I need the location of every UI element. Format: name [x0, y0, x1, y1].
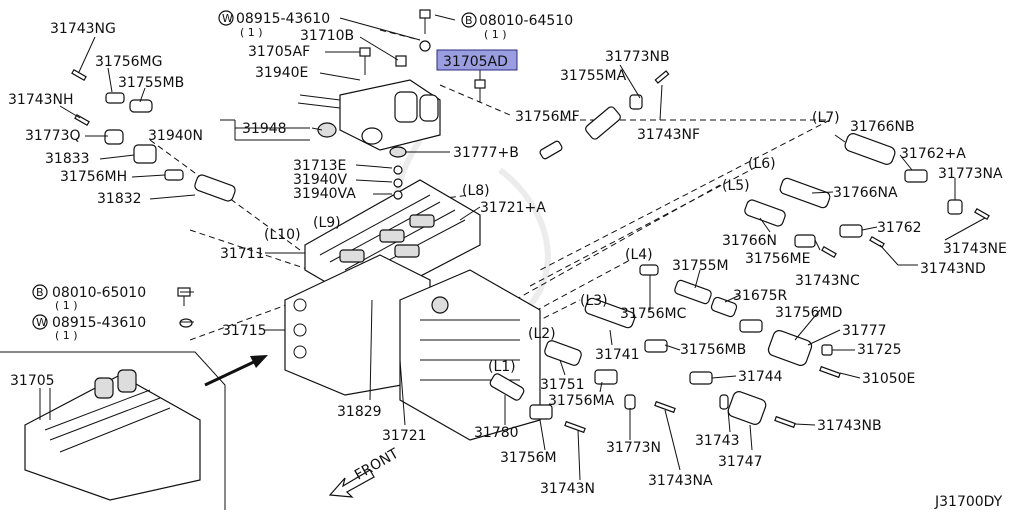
part-label: 31743NE [943, 241, 1007, 257]
part-label: 31777 [842, 323, 887, 339]
arrows [204, 355, 375, 498]
part-label: 31050E [862, 371, 915, 387]
part-label: 31948 [242, 121, 287, 137]
part-label: 31940N [148, 128, 203, 144]
part-label: (L8) [462, 183, 490, 199]
quantity-label: ( 1 ) [55, 329, 78, 342]
part-label: 31743ND [920, 261, 986, 277]
symbol-circles [32, 10, 477, 330]
quantity-label: ( 1 ) [55, 299, 78, 312]
part-label: 31675R [733, 288, 788, 304]
part-label: 31755MB [118, 75, 184, 91]
part-label: 31940V [293, 172, 348, 188]
part-label: 31715 [222, 323, 267, 339]
part-label: 31756MG [95, 54, 162, 70]
part-label: 31725 [857, 342, 902, 358]
quantity-labels: ( 1 ) ( 1 ) ( 1 ) ( 1 ) [55, 26, 507, 342]
part-label: 31721 [382, 428, 427, 444]
part-label: 31743NC [795, 273, 860, 289]
part-label: 31773NA [938, 166, 1003, 182]
part-label: 31756ME [745, 251, 810, 267]
part-label: 31705 [10, 373, 55, 389]
part-label: (L7) [812, 110, 840, 126]
part-label: 31762 [877, 220, 922, 236]
part-label: 31756MB [680, 342, 746, 358]
part-label: 31711 [220, 246, 265, 262]
part-label: 31940VA [293, 186, 356, 202]
part-label: 31744 [738, 369, 783, 385]
part-label: 31705AF [248, 44, 310, 60]
part-label: 31751 [540, 377, 585, 393]
part-label: 31743NA [648, 473, 713, 489]
inset-assembly-box [0, 351, 226, 510]
part-label: 08915-43610 [52, 315, 146, 331]
part-label: 31743N [540, 481, 595, 497]
part-label: 31755M [672, 258, 729, 274]
part-label: 31743NH [8, 92, 74, 108]
part-label: (L9) [313, 215, 341, 231]
part-label: 31833 [45, 151, 90, 167]
diagram-code: J31700DY [934, 494, 1003, 510]
quantity-label: ( 1 ) [484, 28, 507, 41]
part-label: (L5) [722, 178, 750, 194]
part-label: 31756MH [60, 169, 127, 185]
part-label: 31721+A [480, 200, 546, 216]
part-label: 31766NA [833, 185, 898, 201]
part-label: (L3) [580, 293, 608, 309]
quantity-label: ( 1 ) [240, 26, 263, 39]
leader-lines [59, 14, 986, 481]
part-label: 31766N [722, 233, 777, 249]
part-label: 31780 [474, 425, 519, 441]
control-valve-lower [399, 269, 541, 441]
part-label: (L6) [748, 156, 776, 172]
part-label: 31756MD [775, 305, 842, 321]
part-label: 31766NB [850, 119, 915, 135]
highlighted-part-box [436, 49, 518, 71]
bolt-symbol: B [36, 286, 44, 299]
part-labels: 31743NG 31756MG 31755MB 31743NH 31773Q 3… [8, 11, 1007, 497]
part-label: 31762+A [900, 146, 966, 162]
part-label: 31713E [293, 158, 346, 174]
symbol-letters: W B B W [36, 12, 473, 329]
front-label: FRONT [352, 445, 402, 483]
part-label: (L1) [488, 359, 516, 375]
part-label-highlighted: 31705AD [443, 54, 508, 70]
washer-symbol: W [222, 12, 233, 25]
part-label: 31940E [255, 65, 308, 81]
part-label: 31743NB [817, 418, 882, 434]
part-label: 31710B [300, 28, 354, 44]
part-label: 08010-64510 [479, 13, 573, 29]
part-label: 31832 [97, 191, 142, 207]
part-label: (L2) [528, 326, 556, 342]
part-label: 31743NG [50, 21, 116, 37]
part-label: 31773Q [25, 128, 81, 144]
part-label: 31756MC [620, 306, 687, 322]
washer-symbol: W [36, 316, 47, 329]
part-label: 31747 [718, 454, 763, 470]
part-label: 31829 [337, 404, 382, 420]
part-label: 08010-65010 [52, 285, 146, 301]
part-label: 31773NB [605, 49, 670, 65]
part-label: 31773N [606, 440, 661, 456]
part-label: 08915-43610 [236, 11, 330, 27]
valve-parts [71, 68, 990, 434]
part-label: 31756M [500, 450, 557, 466]
part-label: 31743NF [637, 127, 700, 143]
bolt-symbol: B [465, 14, 473, 27]
part-label: 31756MA [548, 393, 615, 409]
part-label: 31755MA [560, 68, 627, 84]
part-label: 31741 [595, 347, 640, 363]
solenoid-assembly [297, 79, 441, 151]
part-label: 31756MF [515, 109, 580, 125]
part-label: (L10) [264, 227, 301, 243]
part-label: (L4) [625, 247, 653, 263]
part-label: 31777+B [453, 145, 519, 161]
part-label: 31743 [695, 433, 740, 449]
